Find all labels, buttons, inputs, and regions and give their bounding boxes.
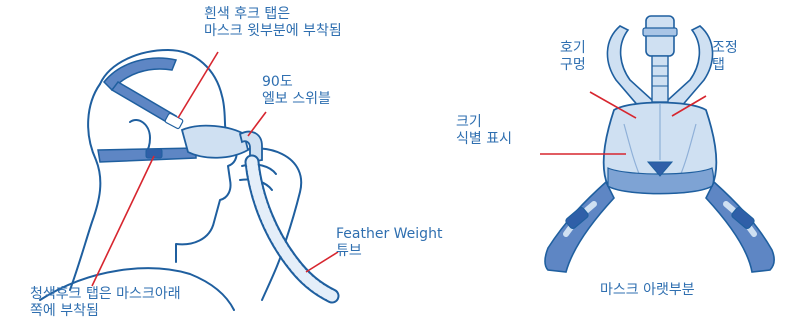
- size-label-line2: 식별 표시: [456, 131, 512, 147]
- right-leader-lines: [540, 91, 707, 155]
- feather-weight-tube: [244, 154, 340, 304]
- top-connector-ring: [642, 27, 678, 37]
- elbow-label: 90도 엘보 스위블: [262, 74, 331, 108]
- feather-weight-tube-inner: [246, 156, 338, 302]
- mask-assembly: [180, 124, 340, 304]
- mask-contour-right: [679, 123, 697, 177]
- white-hook-tab: [164, 112, 184, 130]
- left-buckle: [565, 206, 589, 230]
- exhaust-leader: [589, 91, 637, 119]
- adjust-label: 조정 탭: [712, 40, 738, 74]
- size-label: 크기 식별 표시: [456, 114, 512, 148]
- right-lower-strap: [705, 180, 775, 273]
- exhaust-label-line2: 구멍: [560, 57, 586, 73]
- tube-label-line1: Feather Weight: [336, 226, 443, 242]
- mask-lower-caption: 마스크 아랫부분: [600, 282, 695, 298]
- exhaust-label: 호기 구멍: [560, 40, 586, 74]
- y-frame: [606, 25, 714, 109]
- mask-contour-left: [623, 123, 641, 177]
- headgear-straps: [97, 57, 197, 163]
- neck-tube: [651, 55, 669, 103]
- tube-leader: [305, 251, 339, 273]
- nasal-mask: [180, 124, 250, 159]
- mask-lower-band: [607, 167, 715, 195]
- shoulder-outline: [39, 267, 235, 311]
- left-lower-strap: [544, 180, 615, 273]
- adjust-label-line1: 조정: [712, 40, 738, 56]
- hand-outline: [239, 147, 303, 301]
- tube-label-line2: 튜브: [336, 243, 362, 259]
- elbow-label-line1: 90도: [262, 74, 293, 90]
- blue-hook-label: 청색후크 탭은 마스크아래 쪽에 부착됨: [30, 286, 181, 320]
- blue-hook-label-line1: 청색후크 탭은 마스크아래: [30, 286, 181, 302]
- size-marking: [646, 161, 674, 177]
- elbow-label-line2: 엘보 스위블: [262, 91, 331, 107]
- top-strap: [102, 57, 178, 92]
- elbow-leader: [247, 111, 267, 137]
- mask-lower-part: [544, 15, 775, 273]
- adjust-label-line2: 탭: [712, 57, 725, 73]
- blue-hook-label-line2: 쪽에 부착됨: [30, 303, 99, 319]
- white-hook-label-line1: 흰색 후크 탭은: [204, 6, 291, 22]
- tube-label: Feather Weight 튜브: [336, 226, 442, 260]
- right-buckle: [731, 206, 755, 230]
- white-hook-leader: [177, 51, 219, 119]
- blue-hook-tab: [145, 148, 163, 159]
- exhaust-label-line1: 호기: [560, 40, 586, 56]
- left-leader-lines: [91, 51, 339, 287]
- size-label-line1: 크기: [456, 114, 482, 130]
- white-hook-label-line2: 마스크 윗부분에 부착됨: [204, 23, 342, 39]
- adjust-leader: [671, 95, 707, 117]
- blue-hook-leader: [91, 155, 155, 287]
- white-hook-label: 흰색 후크 탭은 마스크 윗부분에 부착됨: [204, 6, 342, 40]
- back-head-outline: [69, 83, 102, 291]
